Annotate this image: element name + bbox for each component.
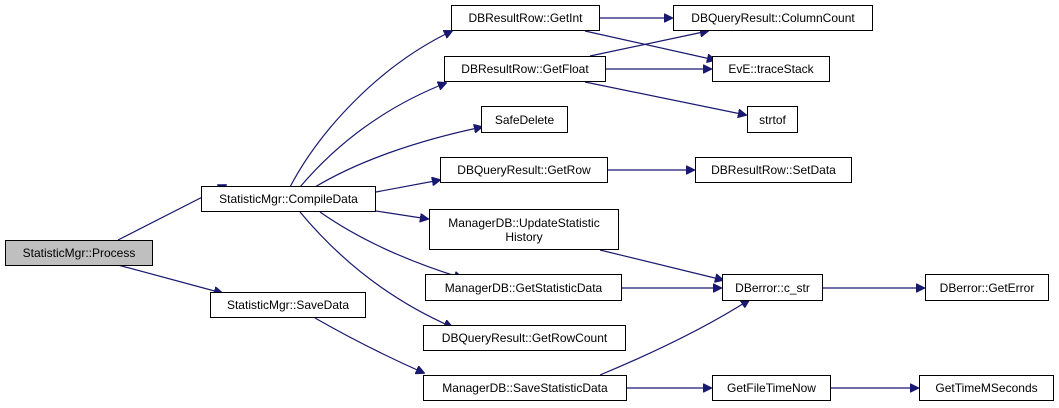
node-strtof[interactable]: strtof — [747, 106, 798, 133]
edge-compiledata-safedelete — [314, 127, 482, 188]
node-label: GetFileTimeNow — [727, 381, 816, 395]
node-label: ManagerDB::GetStatisticData — [444, 280, 603, 295]
node-safedelete[interactable]: SafeDelete — [481, 106, 568, 133]
node-label: DBerror::GetError — [939, 280, 1035, 295]
edge-getint-tracestack — [584, 30, 715, 60]
node-label: DBQueryResult::GetRowCount — [441, 331, 608, 345]
node-label: DBResultRow::SetData — [711, 163, 836, 177]
node-label: StatisticMgr::CompileData — [219, 192, 358, 206]
node-statisticmgr-savedata[interactable]: StatisticMgr::SaveData — [210, 292, 366, 318]
node-dberror-cstr[interactable]: DBerror::c_str — [722, 274, 823, 301]
node-dbresultrow-setdata[interactable]: DBResultRow::SetData — [695, 157, 852, 183]
node-label: ManagerDB::SaveStatisticData — [442, 381, 608, 395]
edge-savestatdata-cstr — [599, 300, 749, 376]
node-managerdb-savestatisticdata[interactable]: ManagerDB::SaveStatisticData — [423, 375, 627, 401]
edge-getfloat-strtof — [584, 81, 746, 115]
node-eve-tracestack[interactable]: EvE::traceStack — [712, 56, 830, 82]
node-label-line2: History — [505, 229, 543, 244]
node-gettimemseconds[interactable]: GetTimeMSeconds — [919, 375, 1054, 401]
node-label: EvE::traceStack — [728, 62, 814, 76]
edge-compiledata-getstatdata — [319, 211, 462, 278]
node-dbresultrow-getint[interactable]: DBResultRow::GetInt — [451, 5, 600, 31]
edge-compiledata-getint — [289, 31, 452, 188]
node-dbqueryresult-getrow[interactable]: DBQueryResult::GetRow — [440, 157, 608, 183]
node-label: StatisticMgr::SaveData — [226, 298, 350, 312]
node-managerdb-updatestatistichistory[interactable]: ManagerDB::UpdateStatistic History — [429, 209, 619, 250]
node-label: DBResultRow::GetInt — [468, 11, 583, 25]
node-label-line1: ManagerDB::UpdateStatistic — [448, 215, 600, 230]
edge-updatestat-cstr — [599, 249, 723, 280]
node-managerdb-getstatisticdata[interactable]: ManagerDB::GetStatisticData — [425, 274, 622, 301]
edge-compiledata-getrow — [375, 180, 440, 193]
node-dbqueryresult-columncount[interactable]: DBQueryResult::ColumnCount — [673, 5, 873, 31]
node-label: DBQueryResult::GetRow — [457, 163, 591, 177]
edge-savedata-savestatdata — [314, 317, 424, 373]
node-label: SafeDelete — [494, 112, 555, 127]
node-statisticmgr-compiledata[interactable]: StatisticMgr::CompileData — [201, 186, 376, 212]
node-label: StatisticMgr::Process — [22, 246, 136, 260]
node-getfiletimenow[interactable]: GetFileTimeNow — [712, 375, 831, 401]
node-label: GetTimeMSeconds — [935, 381, 1038, 395]
node-statisticmgr-process: StatisticMgr::Process — [5, 240, 153, 266]
edge-compiledata-getrowcount — [299, 211, 452, 327]
node-label: DBerror::c_str — [735, 280, 810, 295]
node-label: strtof — [759, 112, 786, 127]
edge-compiledata-getfloat — [299, 83, 446, 188]
node-label: DBQueryResult::ColumnCount — [691, 11, 855, 25]
edge-process-savedata — [117, 264, 222, 293]
node-dberror-geterror[interactable]: DBerror::GetError — [925, 274, 1049, 301]
node-label: DBResultRow::GetFloat — [461, 62, 589, 76]
node-dbqueryresult-getrowcount[interactable]: DBQueryResult::GetRowCount — [423, 325, 626, 351]
node-dbresultrow-getfloat[interactable]: DBResultRow::GetFloat — [444, 56, 606, 82]
edge-getfloat-columncount — [589, 31, 708, 57]
edge-compiledata-updatestat — [375, 210, 428, 219]
